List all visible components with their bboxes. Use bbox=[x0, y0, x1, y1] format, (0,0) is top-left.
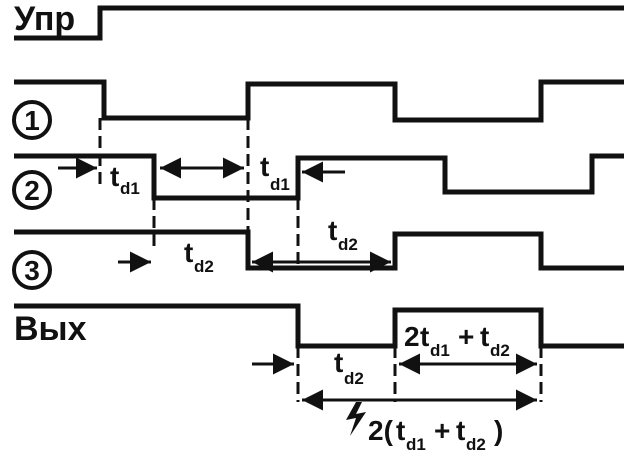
waveform-out bbox=[14, 303, 624, 349]
svg-text:1: 1 bbox=[24, 105, 40, 136]
label-td1-a: t d1 bbox=[110, 161, 140, 198]
svg-text:2: 2 bbox=[404, 321, 420, 352]
signal-label-3: 3 bbox=[12, 250, 52, 290]
svg-text:+: + bbox=[458, 321, 474, 352]
svg-text:+: + bbox=[434, 415, 450, 446]
label-td2-a: t d2 bbox=[184, 237, 214, 276]
svg-text:t: t bbox=[456, 415, 465, 446]
svg-text:d1: d1 bbox=[270, 175, 290, 194]
svg-text:t: t bbox=[420, 321, 429, 352]
signal-label-2: 2 bbox=[12, 170, 52, 210]
waveform-upr bbox=[14, 5, 624, 41]
svg-text:t: t bbox=[110, 161, 119, 192]
label-td2-c: t d2 bbox=[334, 347, 364, 388]
svg-text:t: t bbox=[334, 347, 343, 378]
svg-text:d2: d2 bbox=[490, 341, 510, 360]
svg-text:d1: d1 bbox=[120, 179, 140, 198]
lightning-icon bbox=[346, 402, 366, 436]
label-2-td1-plus-td2: 2( t d1 + t d2 ) bbox=[368, 415, 503, 454]
signal-label-upr: Упр bbox=[14, 0, 75, 38]
signal-label-1: 1 bbox=[12, 100, 52, 140]
svg-text:3: 3 bbox=[24, 255, 40, 286]
label-td1-b: t d1 bbox=[260, 151, 290, 194]
svg-text:t: t bbox=[184, 237, 193, 268]
svg-text:t: t bbox=[260, 151, 269, 182]
svg-text:t: t bbox=[328, 215, 337, 246]
svg-text:t: t bbox=[396, 415, 405, 446]
svg-text:2(: 2( bbox=[368, 415, 394, 446]
label-td2-b: t d2 bbox=[328, 215, 358, 254]
waveform-1 bbox=[14, 79, 624, 123]
svg-text:d2: d2 bbox=[338, 235, 358, 254]
svg-text:d2: d2 bbox=[466, 435, 486, 454]
svg-text:): ) bbox=[494, 415, 503, 446]
svg-text:d2: d2 bbox=[194, 257, 214, 276]
svg-text:d1: d1 bbox=[430, 341, 450, 360]
svg-text:d1: d1 bbox=[406, 435, 426, 454]
signal-label-out: Вых bbox=[14, 310, 87, 348]
svg-text:d2: d2 bbox=[344, 369, 364, 388]
label-2td1-plus-td2: 2 t d1 + t d2 bbox=[404, 321, 510, 360]
svg-text:t: t bbox=[480, 321, 489, 352]
svg-text:2: 2 bbox=[24, 175, 40, 206]
waveform-2 bbox=[14, 153, 624, 201]
